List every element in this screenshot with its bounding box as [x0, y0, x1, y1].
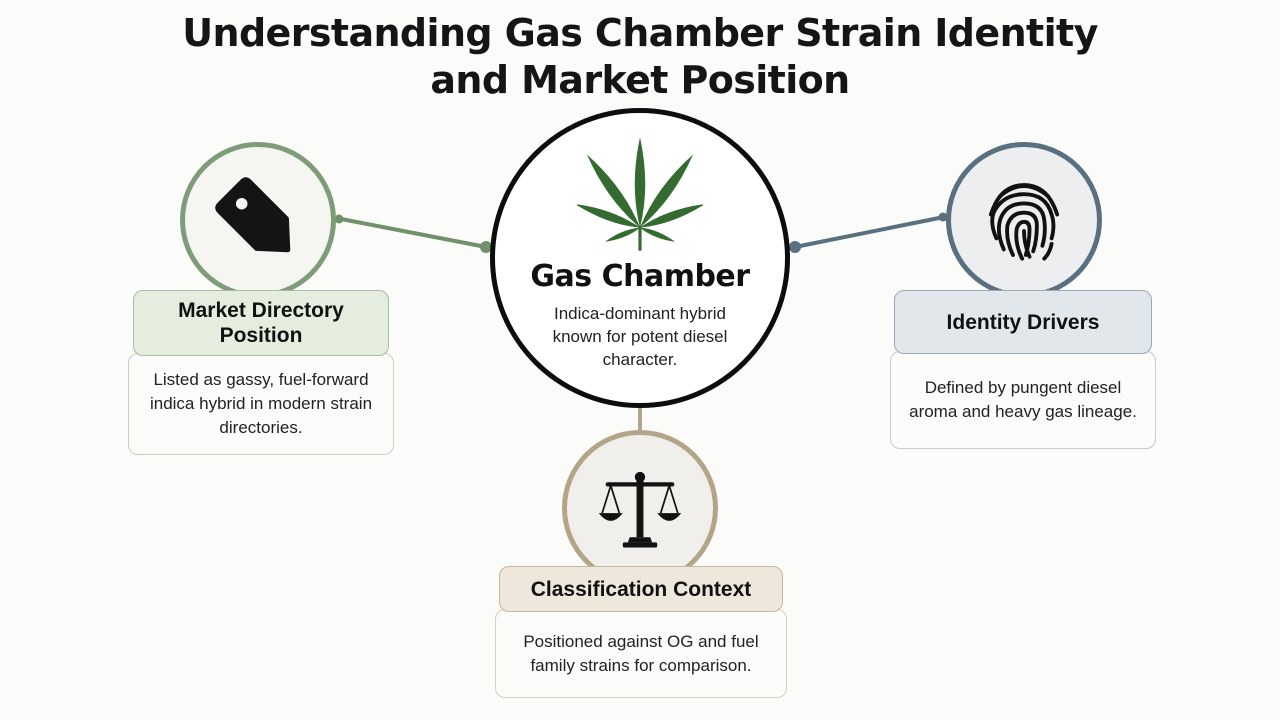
cannabis-leaf-icon — [577, 137, 703, 251]
connector-identity — [794, 215, 945, 249]
identity-icon-circle — [946, 142, 1102, 298]
market-label-line-2: Position — [219, 324, 303, 347]
connector-market — [335, 216, 487, 249]
classification-context-description: Positioned against OG and fuel family st… — [495, 609, 787, 698]
page-title: Understanding Gas Chamber Strain Identit… — [140, 10, 1140, 104]
classification-icon-circle — [562, 430, 718, 586]
center-strain-name: Gas Chamber — [530, 259, 750, 294]
title-line-1: Understanding Gas Chamber Strain Identit… — [182, 11, 1098, 55]
center-circle: Gas Chamber Indica-dominant hybrid known… — [490, 108, 790, 408]
market-label-line-1: Market Directory — [178, 299, 344, 322]
market-icon-circle — [180, 142, 336, 298]
connector-dot-identity-outer — [938, 212, 948, 222]
center-description: Indica-dominant hybrid known for potent … — [552, 304, 728, 369]
balance-scale-icon — [598, 471, 682, 548]
classification-context-label: Classification Context — [499, 566, 783, 612]
market-directory-description: Listed as gassy, fuel-forward indica hyb… — [128, 353, 394, 455]
connector-dot-market-outer — [334, 214, 344, 224]
identity-drivers-label: Identity Drivers — [894, 290, 1152, 354]
market-directory-label: Market Directory Position — [133, 290, 389, 356]
connector-dot-identity-inner — [789, 241, 801, 253]
title-line-2: and Market Position — [430, 58, 850, 102]
identity-drivers-description: Defined by pungent diesel aroma and heav… — [890, 351, 1156, 449]
price-tag-icon — [215, 177, 291, 253]
fingerprint-icon — [988, 183, 1060, 261]
connector-dot-market-inner — [480, 241, 492, 253]
